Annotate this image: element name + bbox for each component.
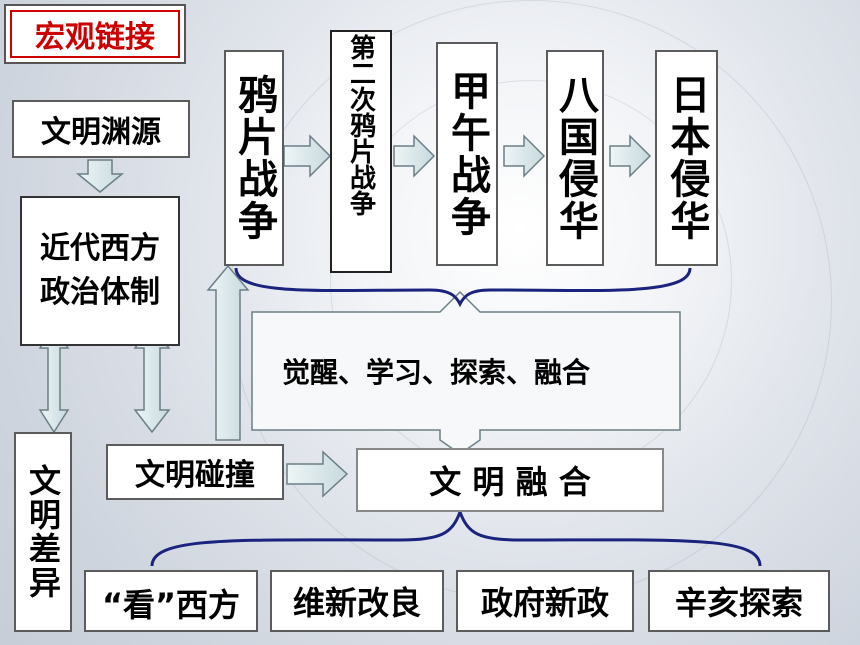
banner-double-arrow	[251, 290, 681, 455]
event-japanese-invasion: 日本侵华	[655, 50, 718, 266]
bottom-brace	[150, 507, 762, 567]
event-sino-japanese-war: 甲午战争	[436, 42, 498, 266]
title-frame: 宏观链接	[4, 4, 186, 64]
bottom-item-reform: 维新改良	[270, 570, 444, 632]
collision-to-fusion-arrow	[286, 450, 349, 498]
right-arrow	[283, 134, 652, 178]
bottom-item-new-policy: 政府新政	[456, 570, 634, 632]
top-brace	[234, 267, 692, 308]
up-arrow	[206, 264, 250, 441]
node-civilization-origin: 文明渊源	[12, 100, 190, 158]
event-eight-nation-invasion: 八国侵华	[546, 50, 604, 266]
bottom-item-xinhai: 辛亥探索	[648, 570, 830, 632]
bottom-item-look-west: “看”西方	[84, 570, 258, 632]
down-arrow	[75, 159, 125, 193]
banner-text: 觉醒、学习、探索、融合	[282, 356, 591, 389]
event-opium-war: 鸦片战争	[224, 50, 284, 266]
node-western-political-system: 近代西方政治体制	[20, 196, 180, 346]
node-civilization-fusion: 文 明 融 合	[356, 448, 664, 512]
event-second-opium-war: 第二次鸦片战争	[330, 30, 392, 273]
node-civilization-collision: 文明碰撞	[106, 444, 284, 500]
node-civilization-difference: 文明差异	[14, 432, 72, 632]
page-title: 宏观链接	[10, 10, 180, 58]
